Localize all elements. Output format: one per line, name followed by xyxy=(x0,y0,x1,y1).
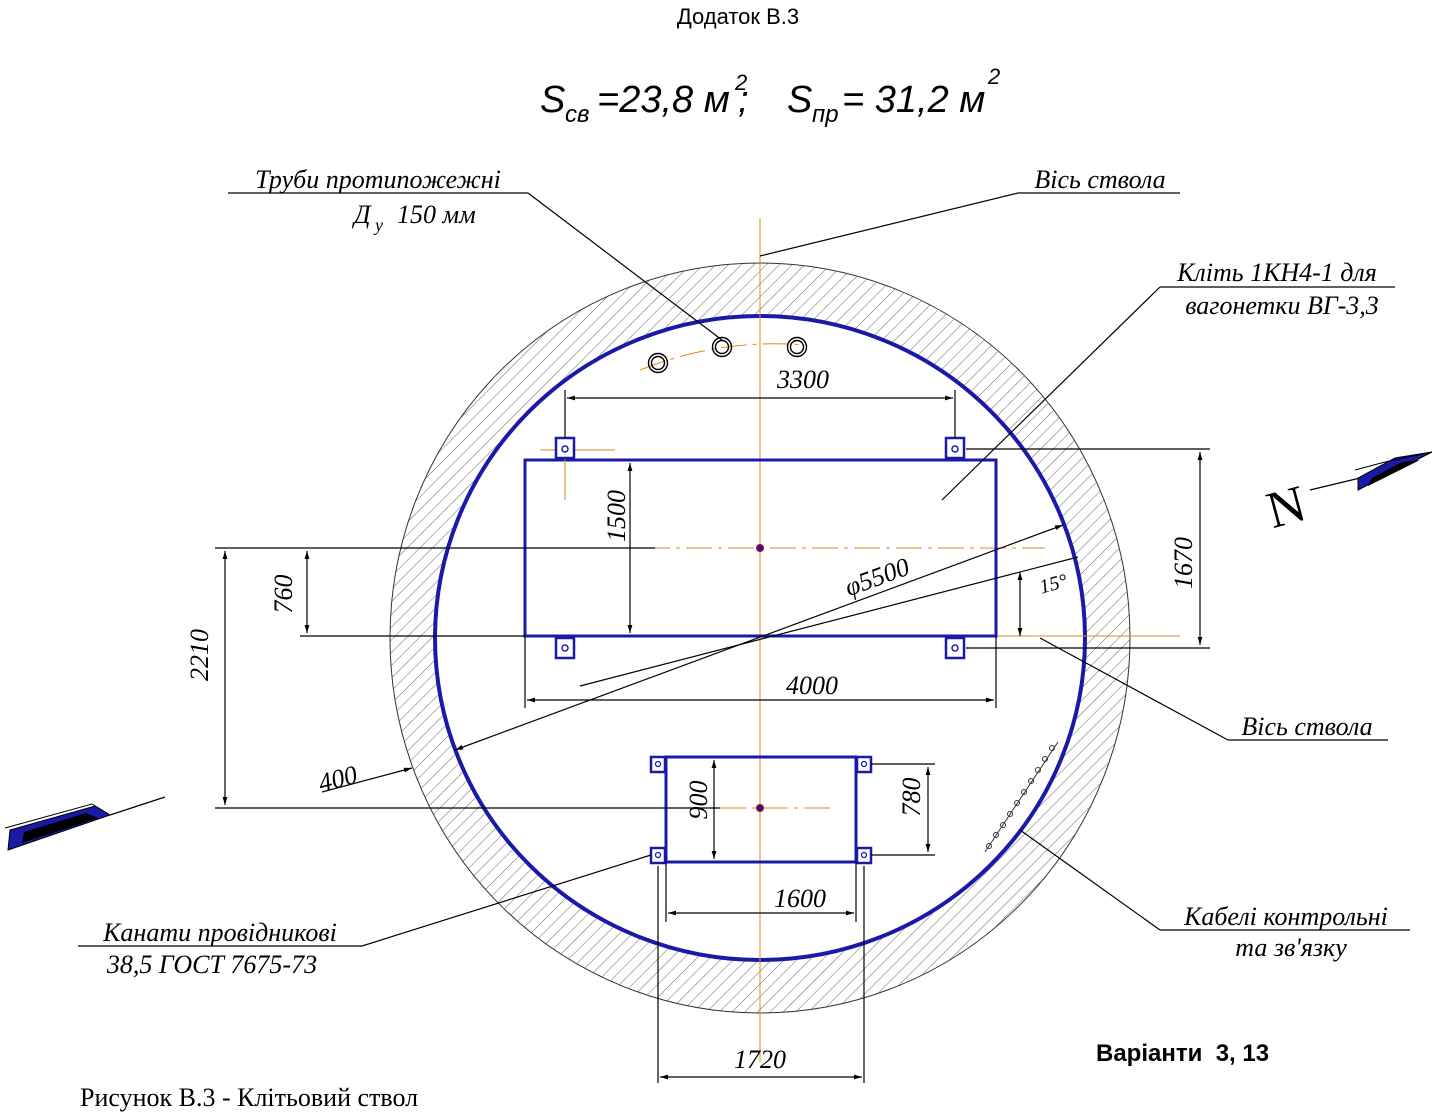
counterweight-rectangle xyxy=(664,755,858,864)
svg-text:760: 760 xyxy=(269,575,298,614)
label-axis-bottom: Вісь ствола xyxy=(1039,637,1388,741)
svg-text:400: 400 xyxy=(315,760,360,798)
dimension-angle-15: 15° xyxy=(579,556,1079,687)
svg-text:1600: 1600 xyxy=(774,884,826,913)
dimension-1670: 1670 xyxy=(966,448,1210,649)
counterweight-center-mark xyxy=(756,804,764,812)
svg-text:;: ; xyxy=(738,79,749,121)
svg-text:Вісь ствола: Вісь ствола xyxy=(1241,712,1372,741)
svg-text:Кліть 1КН4-1 для: Кліть 1КН4-1 для xyxy=(1176,258,1377,287)
label-ropes: Канати провідникові 38,5 ГОСТ 7675-73 xyxy=(78,854,652,979)
dimension-1720: 1720 xyxy=(657,866,865,1083)
svg-text:φ5500: φ5500 xyxy=(841,552,913,602)
cage-center-mark xyxy=(756,544,764,552)
svg-text:Кабелі контрольні: Кабелі контрольні xyxy=(1183,902,1388,931)
svg-text:150 мм: 150 мм xyxy=(397,200,476,229)
dimension-760: 760 xyxy=(215,547,655,637)
dimension-2210: 2210 xyxy=(185,551,720,809)
dimension-780: 780 xyxy=(871,763,935,856)
svg-text:Канати провідникові: Канати провідникові xyxy=(102,918,337,947)
svg-text:1720: 1720 xyxy=(734,1045,786,1074)
svg-text:Вісь ствола: Вісь ствола xyxy=(1034,165,1165,194)
svg-text:15°: 15° xyxy=(1037,570,1070,598)
svg-text:= 31,2 м: = 31,2 м xyxy=(842,79,985,121)
dimension-4000: 4000 xyxy=(524,636,997,708)
pipes-arc xyxy=(639,343,806,371)
dimension-900: 900 xyxy=(684,760,717,859)
svg-text:та зв'язку: та зв'язку xyxy=(1235,933,1347,962)
svg-text:2210: 2210 xyxy=(185,629,214,681)
fire-pipes xyxy=(647,336,808,374)
svg-text:1670: 1670 xyxy=(1169,537,1198,589)
svg-text:S: S xyxy=(540,79,565,121)
svg-text:38,5 ГОСТ 7675-73: 38,5 ГОСТ 7675-73 xyxy=(106,950,317,979)
svg-text:1500: 1500 xyxy=(602,490,631,542)
counterweight-lug-holes xyxy=(654,760,868,859)
label-cage: Кліть 1КН4-1 для вагонетки ВГ-3,3 xyxy=(941,258,1395,501)
area-formula: S св =23,8 м 2 ; S пр = 31,2 м 2 xyxy=(540,64,1000,128)
figure-caption: Рисунок В.3 - Клітьовий ствол xyxy=(80,1083,418,1112)
label-cables: Кабелі контрольні та зв'язку xyxy=(1019,829,1410,962)
svg-text:4000: 4000 xyxy=(786,671,838,700)
svg-text:Труби протипожежні: Труби протипожежні xyxy=(255,165,501,194)
svg-text:2: 2 xyxy=(734,70,747,95)
dimension-400: 400 xyxy=(315,760,413,798)
label-fire-pipes: Труби протипожежні Д у 150 мм xyxy=(228,165,723,341)
svg-text:3300: 3300 xyxy=(776,365,829,394)
svg-text:S: S xyxy=(787,79,812,121)
variants-label: Варіанти 3, 13 xyxy=(1096,1040,1269,1067)
svg-text:2: 2 xyxy=(987,64,1000,89)
appendix-title: Додаток В.3 xyxy=(677,4,799,29)
svg-text:св: св xyxy=(565,101,590,128)
label-axis-top: Вісь ствола xyxy=(759,165,1180,257)
dimension-1600: 1600 xyxy=(665,862,857,922)
svg-text:900: 900 xyxy=(684,781,713,820)
svg-text:вагонетки ВГ-3,3: вагонетки ВГ-3,3 xyxy=(1185,291,1379,320)
svg-text:780: 780 xyxy=(897,778,926,817)
dimension-3300: 3300 xyxy=(564,365,956,438)
svg-text:N: N xyxy=(1261,475,1312,540)
north-arrow-left xyxy=(4,796,166,851)
svg-text:пр: пр xyxy=(812,101,839,128)
svg-text:у: у xyxy=(373,215,383,235)
north-arrow-right: N xyxy=(1261,451,1433,540)
svg-text:Д: Д xyxy=(351,200,372,229)
svg-text:=23,8 м: =23,8 м xyxy=(597,79,730,121)
